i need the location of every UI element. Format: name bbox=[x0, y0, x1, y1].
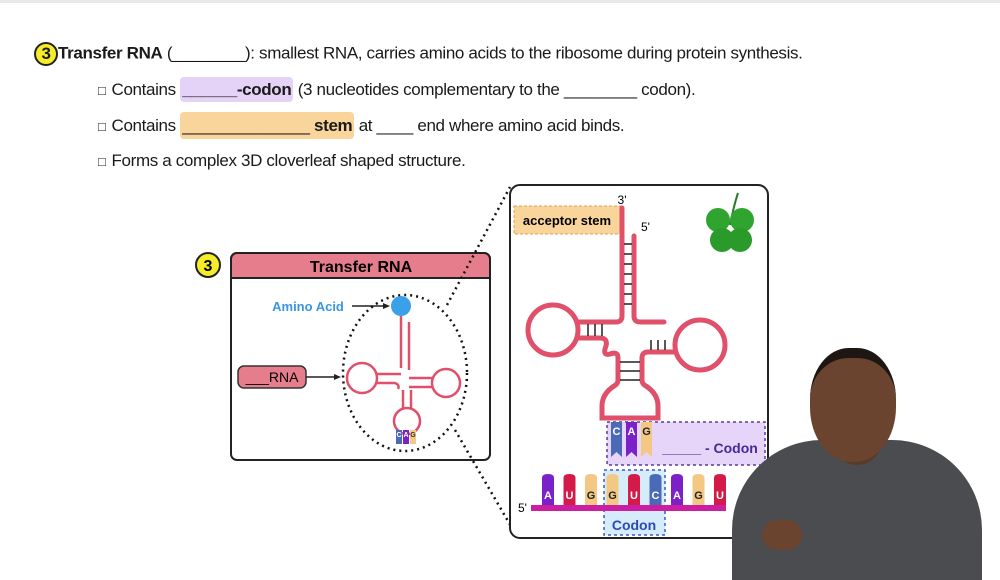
nucleotide-u bbox=[628, 474, 640, 505]
nucleotide-a bbox=[403, 430, 409, 444]
nucleotide-base-label: U bbox=[716, 490, 724, 502]
nucleotide-base-label: G bbox=[608, 490, 617, 502]
nucleotide-c bbox=[611, 422, 622, 457]
nucleotide-g bbox=[585, 474, 597, 505]
three-prime-label: 3' bbox=[618, 193, 627, 207]
nucleotide-base-label: G bbox=[587, 490, 596, 502]
bullet-text: Contains bbox=[111, 80, 181, 99]
codon-label: Codon bbox=[612, 517, 656, 533]
nucleotide-base-label: C bbox=[652, 490, 660, 502]
nucleotide-a bbox=[626, 422, 637, 457]
heading-blank: (________) bbox=[166, 43, 251, 63]
five-prime-label: 5' bbox=[641, 220, 650, 234]
amino-acid-icon bbox=[391, 296, 411, 316]
bullet-anticodon: □ Contains ______-codon (3 nucleotides co… bbox=[98, 77, 696, 102]
nucleotide-c bbox=[649, 474, 662, 505]
base: G bbox=[410, 432, 416, 439]
section-number-badge: 3 bbox=[34, 42, 58, 66]
nucleotide-g bbox=[641, 422, 652, 457]
nucleotide-u bbox=[714, 474, 726, 505]
left-panel bbox=[230, 252, 491, 461]
top-divider bbox=[0, 0, 1000, 3]
acceptor-highlight: ______________ stem bbox=[180, 112, 355, 139]
base-pairs bbox=[587, 243, 666, 381]
nucleotide-base-label: U bbox=[566, 490, 574, 502]
base: A bbox=[403, 432, 408, 439]
bullet-text: at ____ end where amino acid binds. bbox=[354, 116, 625, 135]
presenter-video bbox=[722, 340, 992, 580]
nucleotide-a bbox=[671, 474, 683, 505]
amino-acid-label: Amino Acid bbox=[272, 299, 344, 314]
bullet-text: (3 nucleotides complementary to the ____… bbox=[293, 80, 696, 99]
acceptor-stem-box bbox=[513, 205, 623, 235]
nucleotide-base-label: G bbox=[642, 426, 651, 438]
blank: ______________ bbox=[182, 116, 310, 135]
nucleotide-base-label: U bbox=[630, 490, 638, 502]
heading-text: : smallest RNA, carries amino acids to t… bbox=[250, 43, 803, 63]
base: C bbox=[396, 432, 401, 439]
anticodon-highlight: ______-codon bbox=[180, 77, 294, 102]
nucleotide-base-label: A bbox=[673, 490, 681, 502]
trna-structure bbox=[525, 205, 728, 421]
mrna-five-prime: 5' bbox=[518, 501, 527, 515]
checkbox-icon: □ bbox=[98, 154, 106, 169]
clover-icon bbox=[706, 192, 754, 252]
bullet-cloverleaf: □ Forms a complex 3D cloverleaf shaped st… bbox=[98, 151, 466, 171]
bullet-text: Forms a complex 3D cloverleaf shaped str… bbox=[111, 151, 466, 170]
presenter-head bbox=[810, 348, 896, 462]
bullet-acceptor: □ Contains ______________ stem at ____ en… bbox=[98, 112, 625, 139]
presenter-hand bbox=[762, 520, 802, 550]
checkbox-icon: □ bbox=[98, 119, 106, 134]
zoom-line bbox=[445, 186, 512, 306]
nucleotide-base-label: A bbox=[628, 426, 636, 438]
nucleotide-base-label: G bbox=[694, 490, 703, 502]
nucleotide-a bbox=[542, 474, 554, 505]
small-trna bbox=[345, 316, 462, 436]
nucleotide-g bbox=[692, 474, 705, 505]
nucleotide-g bbox=[606, 474, 619, 505]
left-panel-header bbox=[230, 252, 491, 279]
nucleotide-c bbox=[396, 430, 402, 444]
nucleotide-base-label: C bbox=[613, 426, 621, 438]
stem-word: stem bbox=[309, 116, 353, 135]
arrow-head bbox=[334, 374, 341, 380]
zoom-ellipse bbox=[341, 293, 469, 453]
trna-diagram: 3 Transfer RNA Amino Acid ___RNA C A G a… bbox=[195, 184, 769, 539]
nucleotide-g bbox=[410, 430, 416, 444]
zoom-line bbox=[453, 429, 514, 529]
left-panel-title: Transfer RNA bbox=[310, 259, 413, 276]
acceptor-stem-label: acceptor stem bbox=[523, 213, 611, 228]
anticodon-label: _____ - Codon bbox=[661, 440, 758, 456]
mrna-strand bbox=[531, 505, 726, 511]
nucleotide-base-label: A bbox=[544, 490, 552, 502]
panel-number-badge bbox=[195, 252, 221, 278]
rna-blank-label: ___RNA bbox=[245, 369, 300, 385]
bullet-text: Contains bbox=[111, 116, 181, 135]
panel-number: 3 bbox=[204, 258, 213, 275]
heading-title: Transfer RNA bbox=[58, 43, 163, 63]
checkbox-icon: □ bbox=[98, 83, 106, 98]
nucleotide-u bbox=[563, 474, 576, 505]
arrow-head bbox=[383, 303, 390, 309]
